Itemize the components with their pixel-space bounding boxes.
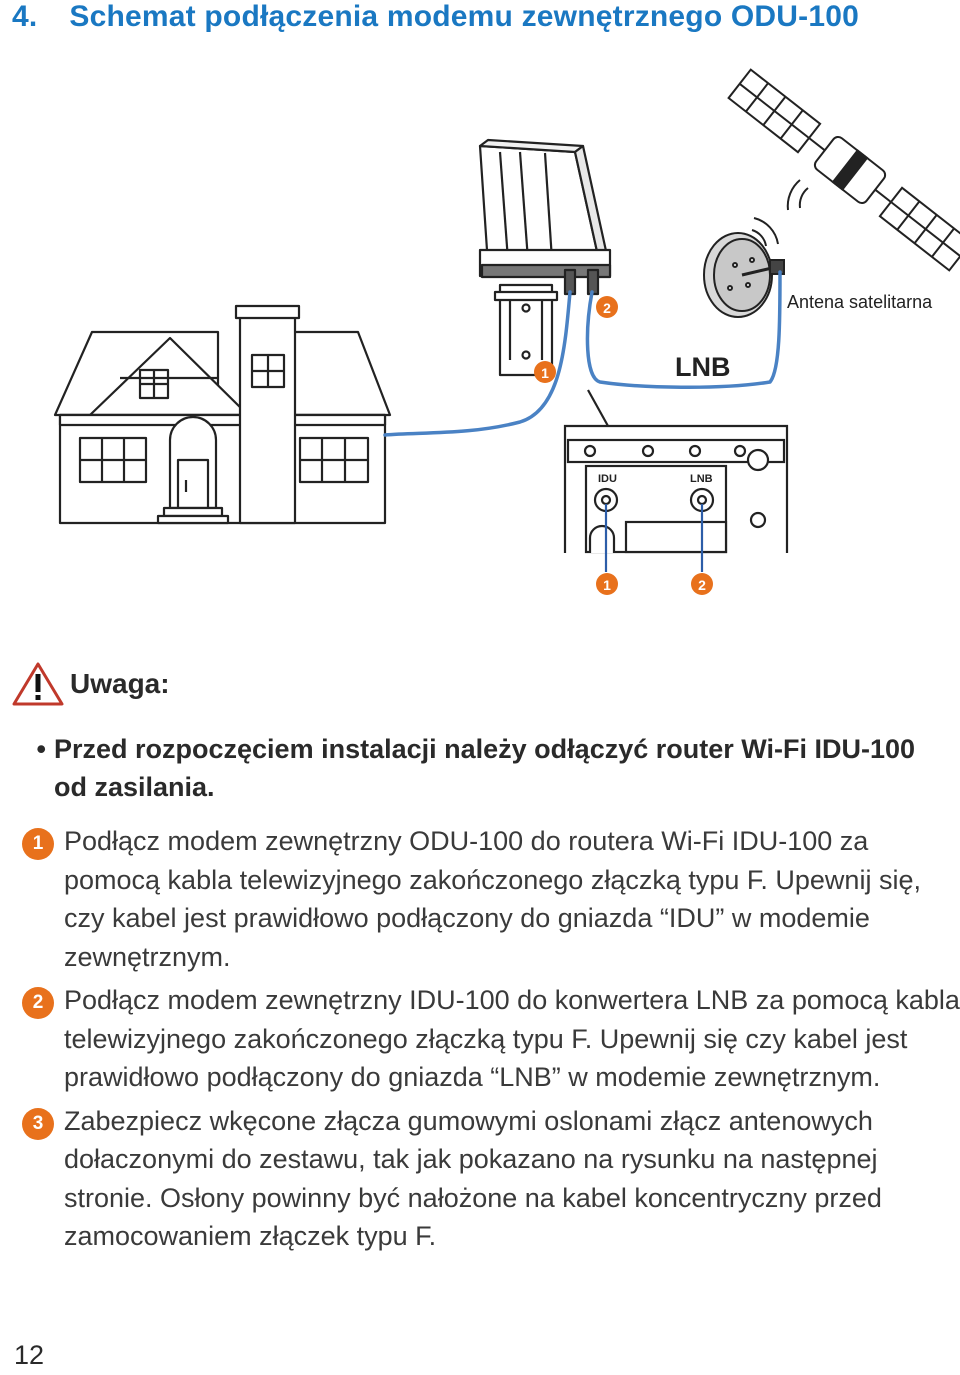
warning-box: Uwaga: • Przed rozpoczęciem instalacji na… <box>12 660 952 806</box>
house-illustration <box>53 304 392 525</box>
warning-triangle-icon <box>12 662 64 706</box>
warning-text: Przed rozpoczęciem instalacji należy odł… <box>54 734 916 802</box>
outdoor-modem-illustration <box>478 138 612 377</box>
step-text: Podłącz modem zewnętrzny IDU-100 do konw… <box>64 985 960 1092</box>
bullet: • <box>36 734 46 764</box>
svg-text:1: 1 <box>603 577 611 593</box>
warning-header: Uwaga: <box>12 660 952 708</box>
step-text: Zabezpiecz wkęcone złącza gumowymi oslon… <box>64 1105 882 1252</box>
satellite-dish-illustration <box>703 217 785 318</box>
section-number: 4. <box>12 0 38 33</box>
port-leader-lines <box>604 504 704 572</box>
diagram-marker-1: 1 <box>534 361 556 383</box>
port-lnb-label: LNB <box>690 473 713 485</box>
port-idu-label: IDU <box>598 473 617 485</box>
step-badge: 2 <box>22 987 54 1019</box>
section-title: Schemat podłączenia modemu zewnętrznego … <box>69 0 859 33</box>
step-badge: 1 <box>22 828 54 860</box>
svg-text:1: 1 <box>541 365 549 381</box>
ports-closeup <box>563 389 789 554</box>
step-1: 1 Podłącz modem zewnętrzny ODU-100 do ro… <box>12 822 960 976</box>
antenna-label: Antena satelitarna <box>787 292 933 312</box>
page-number: 12 <box>14 1340 45 1370</box>
satellite-illustration <box>727 68 960 272</box>
warning-item: • Przed rozpoczęciem instalacji należy od… <box>12 730 952 806</box>
instruction-steps: 1 Podłącz modem zewnętrzny ODU-100 do ro… <box>12 822 960 1261</box>
coaxial-cables <box>383 270 782 437</box>
lnb-label: LNB <box>675 352 731 382</box>
connection-diagram: 1 2 Antena satelitarna LNB IDU LNB 1 2 <box>53 68 960 595</box>
step-2: 2 Podłącz modem zewnętrzny IDU-100 do ko… <box>12 981 960 1097</box>
port-marker-1: 1 <box>596 573 618 595</box>
port-marker-2: 2 <box>691 573 713 595</box>
diagram-marker-2: 2 <box>596 296 618 318</box>
section-heading: 4. Schemat podłączenia modemu zewnętrzne… <box>12 0 859 36</box>
step-text: Podłącz modem zewnętrzny ODU-100 do rout… <box>64 826 921 972</box>
step-3: 3 Zabezpiecz wkęcone złącza gumowymi osl… <box>12 1102 960 1256</box>
svg-text:2: 2 <box>698 577 706 593</box>
svg-text:2: 2 <box>603 300 611 316</box>
step-badge: 3 <box>22 1107 54 1140</box>
warning-title: Uwaga: <box>70 668 170 699</box>
